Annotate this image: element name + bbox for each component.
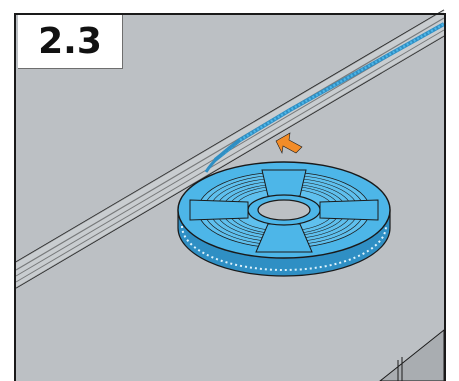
tape-reel-icon [178,162,390,276]
step-badge: 2.3 [18,15,123,69]
step-label: 2.3 [38,21,102,62]
